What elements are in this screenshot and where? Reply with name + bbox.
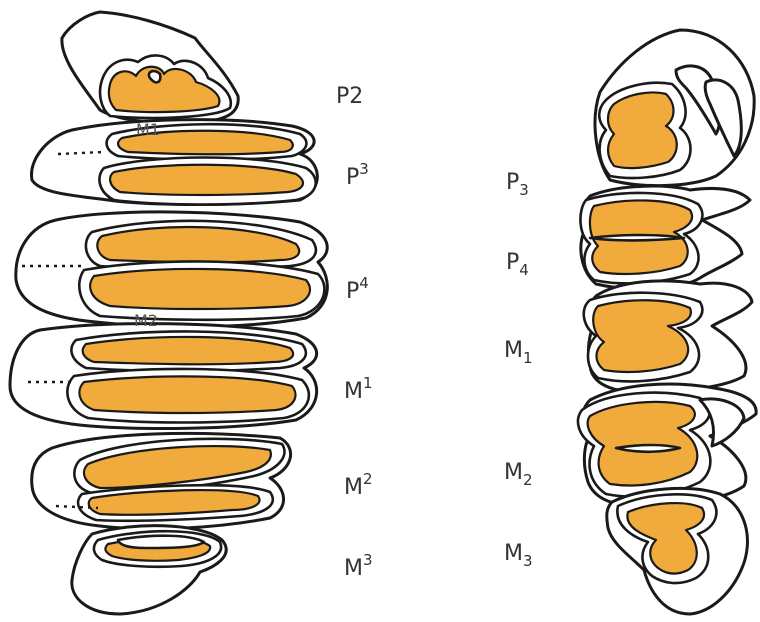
lower-p3-tooth	[595, 30, 754, 186]
upper-m3-tooth	[72, 526, 226, 614]
lower-p3-index: 3	[519, 181, 529, 199]
lower-m3-base: M	[504, 541, 523, 566]
lower-p4-base: P	[506, 250, 519, 275]
lower-m1-tooth	[584, 281, 752, 392]
lower-m3-tooth	[607, 488, 748, 614]
upper-m3-index: 3	[363, 551, 373, 569]
upper-p3-label: P3	[346, 162, 369, 189]
upper-p2-tooth	[62, 12, 238, 123]
upper-p4-tooth	[16, 212, 328, 327]
upper-m2-index: 2	[363, 470, 373, 488]
upper-p2-base: P	[336, 84, 349, 109]
lower-m2-base: M	[504, 460, 523, 485]
upper-overlay-label-m1: M1	[136, 122, 160, 138]
lower-p3-label: P3	[506, 172, 529, 198]
upper-m1-tooth	[10, 324, 317, 429]
upper-tooth-row	[10, 12, 327, 614]
lower-p4-tooth	[580, 186, 750, 289]
lower-p4-label: P4	[506, 252, 529, 278]
lower-m2-index: 2	[523, 471, 533, 489]
upper-m2-base: M	[344, 475, 363, 500]
upper-p4-index: 4	[359, 274, 369, 292]
upper-m1-label: M1	[344, 376, 373, 403]
upper-p3-index: 3	[359, 160, 369, 178]
upper-p4-label: P4	[346, 276, 369, 303]
upper-overlay-label-m2: M2	[134, 313, 158, 329]
upper-m3-base: M	[344, 556, 363, 581]
upper-m3-label: M3	[344, 553, 373, 580]
lower-m1-index: 1	[523, 349, 533, 367]
upper-m1-base: M	[344, 379, 363, 404]
upper-p2-label: P2	[336, 86, 363, 108]
upper-m2-label: M2	[344, 472, 373, 499]
upper-m1-index: 1	[363, 374, 373, 392]
lower-p4-index: 4	[519, 261, 529, 279]
lower-m3-label: M3	[504, 543, 533, 569]
upper-p2-index: 2	[349, 84, 363, 109]
upper-p4-base: P	[346, 279, 359, 304]
lower-p3-base: P	[506, 170, 519, 195]
lower-m2-label: M2	[504, 462, 533, 488]
upper-m2-tooth	[32, 433, 291, 528]
upper-p3-tooth	[31, 120, 317, 205]
lower-m1-label: M1	[504, 340, 533, 366]
upper-p3-base: P	[346, 165, 359, 190]
lower-m3-index: 3	[523, 552, 533, 570]
lower-tooth-row	[578, 30, 756, 614]
lower-m1-base: M	[504, 338, 523, 363]
